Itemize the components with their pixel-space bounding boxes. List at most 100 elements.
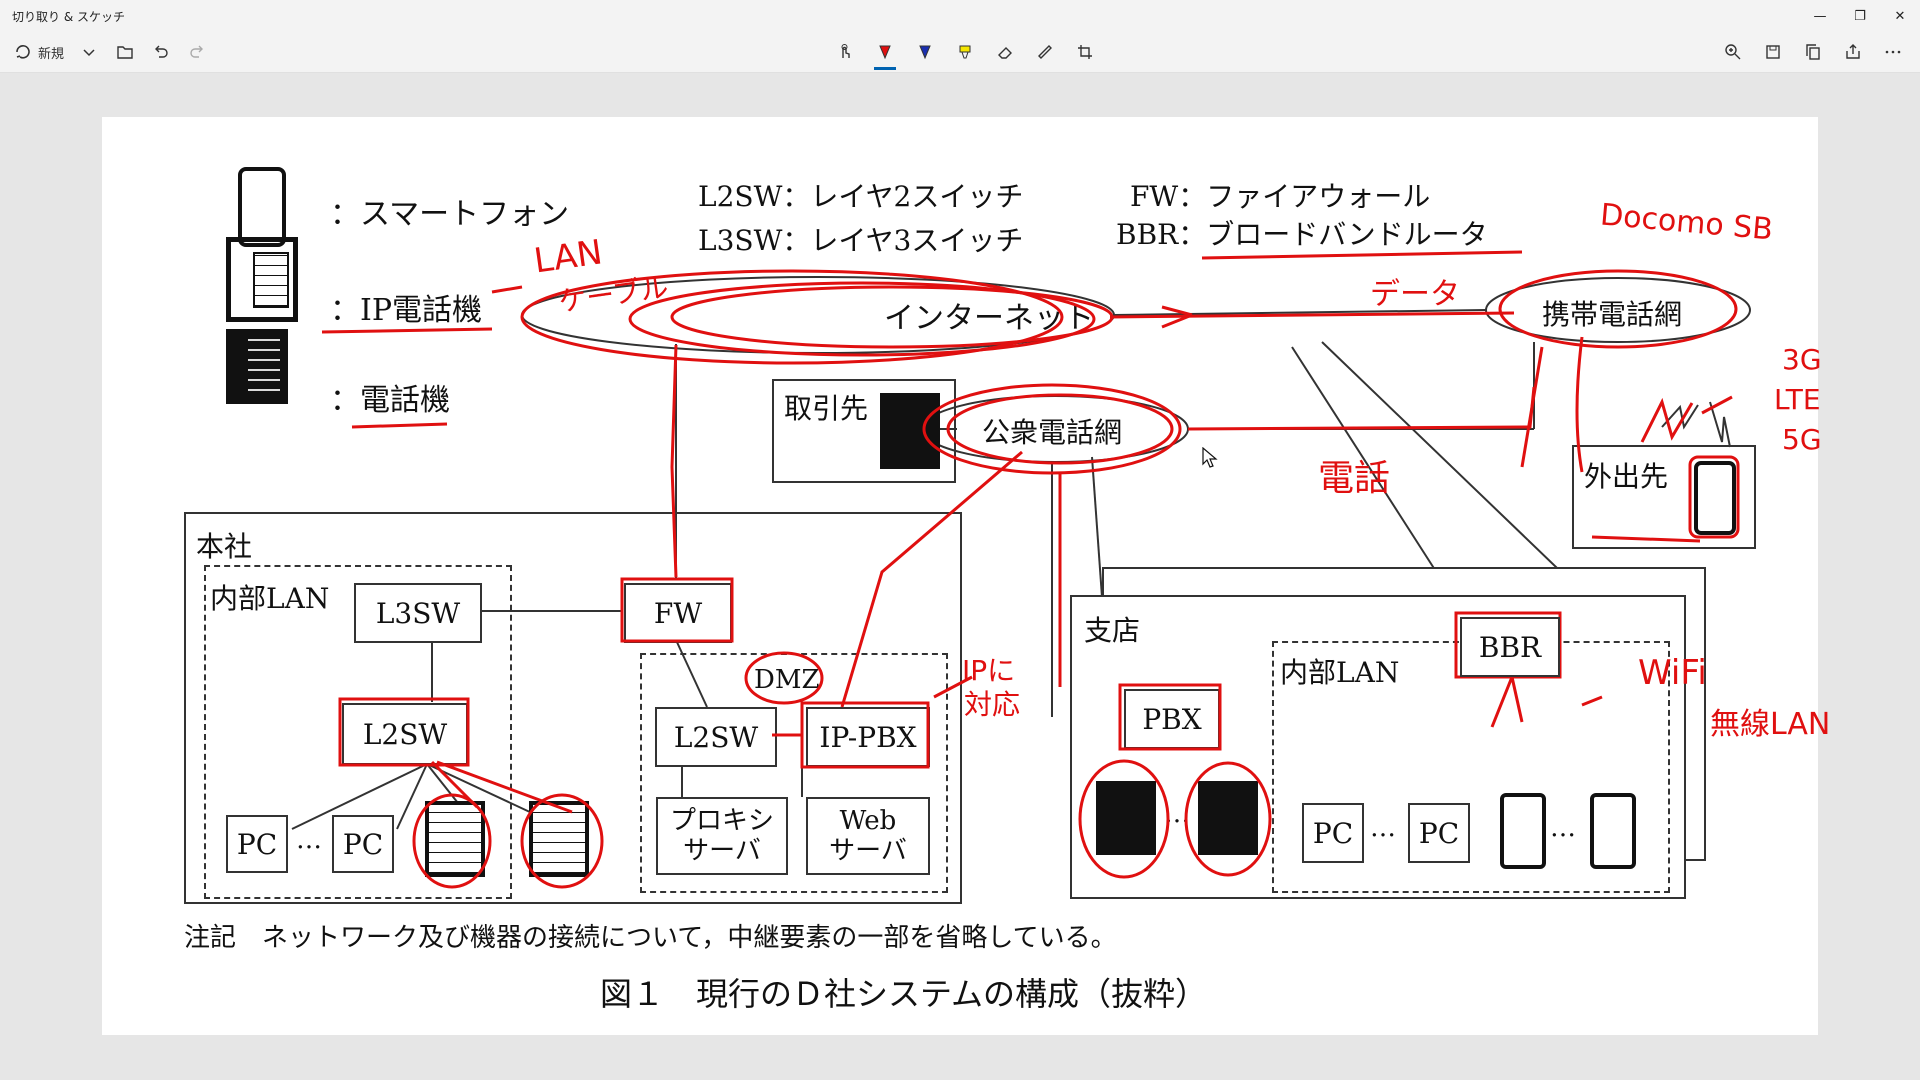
dmz-label: DMZ [754,665,820,695]
snip-icon [14,43,32,61]
window-controls: — ❐ ✕ [1800,0,1920,32]
ip-phone-icon [226,237,298,322]
annotation-wifi: WiFi [1638,653,1707,693]
hq-internal-lan-label: 内部LAN [210,582,330,615]
close-icon[interactable]: ✕ [1894,8,1906,24]
hq-pc-ellipsis: … [296,825,322,855]
smartphone-icon [238,167,286,247]
toolbar: 新規 [0,32,1920,73]
restore-icon[interactable]: ❐ [1854,8,1866,24]
more-button[interactable] [1878,37,1908,67]
copy-button[interactable] [1798,37,1828,67]
share-icon [1844,43,1862,61]
eraser-icon [996,43,1014,61]
pbx-label: PBX [1142,702,1202,736]
annotation-data: データ [1370,277,1460,312]
client-label: 取引先 [784,392,869,425]
branch-smartphone-1 [1500,793,1546,869]
branch-pc-1: PC [1302,803,1364,863]
client-phone-icon [880,393,940,469]
mobile-network-label: 携帯電話網 [1542,298,1683,331]
red-ink-strokes [321,250,1740,889]
crop-button[interactable] [1070,37,1100,67]
branch-pc-2: PC [1408,803,1470,863]
diagram-note: 注記 ネットワーク及び機器の接続について，中継要素の一部を省略している。 [184,923,1117,953]
copy-icon [1804,43,1822,61]
hq-pc-2: PC [332,815,394,873]
internet-label: インターネット [884,301,1094,336]
hq-frame [184,512,962,904]
branch-label: 支店 [1084,614,1141,647]
branch-phone-2 [1198,781,1258,855]
share-button[interactable] [1838,37,1868,67]
more-icon [1884,43,1902,61]
zoom-button[interactable] [1718,37,1748,67]
proxy-server-label: プロキシ サーバ [669,806,774,866]
branch-smartphone-2 [1590,793,1636,869]
undo-icon [152,43,170,61]
outside-smartphone-icon [1694,461,1736,535]
figure-caption: 図１ 現行のＤ社システムの構成（抜粋） [600,975,1208,1013]
redo-button[interactable] [182,37,212,67]
legend-smartphone: ：スマートフォン [330,197,570,232]
pbx-box: PBX [1124,689,1220,749]
hq-l2sw-box: L2SW [342,703,468,765]
ruler-icon [1036,43,1054,61]
dmz-l2sw-label: L2SW [673,720,759,754]
l3sw-box: L3SW [354,583,482,643]
pc-label: PC [342,827,384,861]
outside-label: 外出先 [1584,460,1669,493]
outside-box [1572,445,1756,549]
annotation-lte: LTE [1774,383,1821,416]
folder-icon [116,43,134,61]
pc-label: PC [236,827,278,861]
undo-button[interactable] [146,37,176,67]
annotation-ip-support-1: IPに [962,654,1016,687]
dmz-l2sw-box: L2SW [655,707,777,767]
hq-ip-phone-1 [425,801,485,877]
highlighter-button[interactable] [950,37,980,67]
annotation-denwa: 電話 [1318,458,1391,499]
touch-writing-button[interactable] [830,37,860,67]
hq-pc-1: PC [226,815,288,873]
pencil-button[interactable] [910,37,940,67]
ballpoint-pen-button[interactable] [870,37,900,70]
legend-l2sw: L2SW：レイヤ2スイッチ [698,180,1024,213]
blue-pen-icon [916,43,934,61]
hq-internal-lan-frame [204,565,512,899]
ruler-button[interactable] [1030,37,1060,67]
legend-fw: FW：ファイアウォール [1130,180,1431,213]
new-snip-button[interactable]: 新規 [10,37,68,67]
legend-bbr: BBR：ブロードバンドルータ [1116,218,1488,251]
new-dropdown-button[interactable] [74,37,104,67]
legend-phone: ：電話機 [330,383,450,418]
highlighter-icon [956,43,974,61]
pc-label: PC [1418,816,1460,850]
web-server-box: Web サーバ [806,797,930,875]
zoom-in-icon [1724,43,1742,61]
annotation-ip-support-2: 対応 [964,688,1021,721]
hq-label: 本社 [196,530,253,563]
open-file-button[interactable] [110,37,140,67]
proxy-server-box: プロキシ サーバ [656,797,788,875]
branch-phone-1 [1096,781,1156,855]
ip-pbx-box: IP-PBX [806,707,930,767]
fw-label: FW [653,596,703,630]
save-button[interactable] [1758,37,1788,67]
branch-smartphone-ellipsis: … [1550,813,1576,843]
eraser-button[interactable] [990,37,1020,67]
bbr-label: BBR [1478,630,1542,664]
redo-icon [188,43,206,61]
mouse-cursor-icon [1202,447,1218,468]
red-pen-icon [876,43,894,61]
hq-ip-phone-2 [529,801,589,877]
app-title: 切り取り & スケッチ [12,9,125,24]
crop-icon [1076,43,1094,61]
minimize-icon[interactable]: — [1813,8,1827,24]
annotation-3g: 3G [1782,343,1822,376]
touch-hand-icon [836,43,854,61]
screenshot-image[interactable]: ：スマートフォン ：IP電話機 ：電話機 L2SW：レイヤ2スイッチ L3SW：… [102,117,1830,1035]
save-icon [1764,43,1782,61]
ip-pbx-label: IP-PBX [819,720,917,754]
telephone-icon [226,329,288,404]
